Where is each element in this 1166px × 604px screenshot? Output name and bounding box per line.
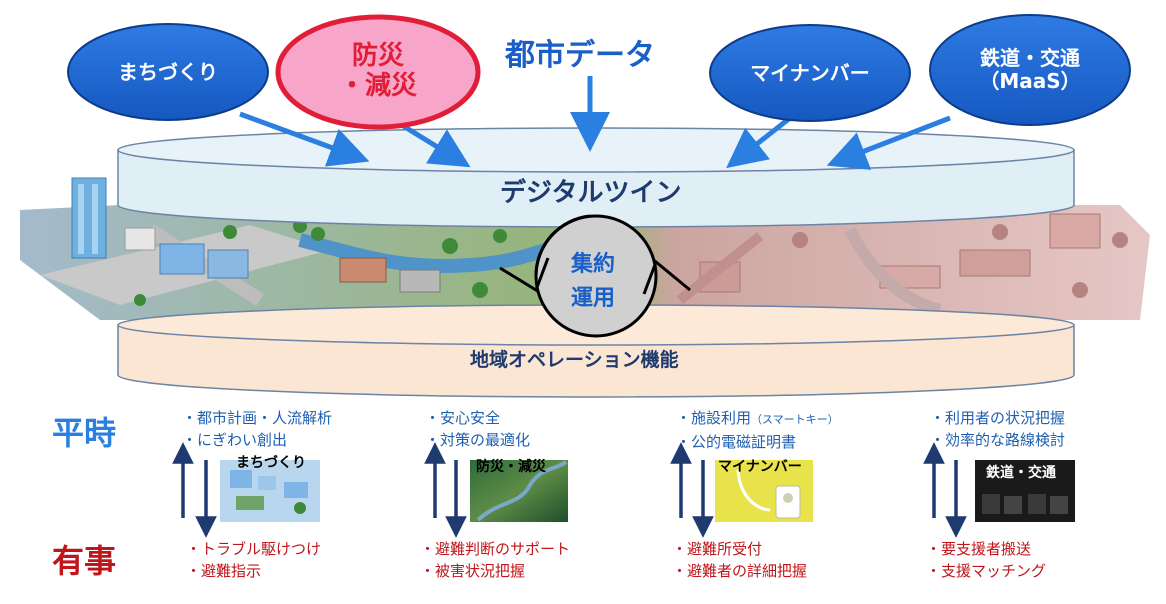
cycle-circle	[499, 214, 691, 338]
case-machizukuri-tag: まちづくり	[236, 455, 306, 471]
bousai-line2: ・減災	[338, 71, 417, 101]
oval-tetsudo	[929, 14, 1131, 126]
thumb-tetsudo-image	[975, 460, 1075, 522]
list-item: ・公的電磁証明書	[676, 433, 797, 451]
list-item: ・避難指示	[186, 562, 262, 580]
case-machizukuri-normal: ・都市計画・人流解析 ・にぎわい創出	[182, 407, 332, 451]
case-bousai-normal: ・安心安全 ・対策の最適化	[425, 407, 530, 451]
oval-label-tetsudo: 鉄道・交通 （MaaS）	[930, 15, 1130, 125]
list-item: ・対策の最適化	[425, 431, 531, 449]
case-mynumber-tag: マイナンバー	[718, 459, 802, 475]
list-item: ・にぎわい創出	[182, 431, 288, 449]
oval-machizukuri	[67, 23, 269, 121]
cycle-label-1: 集約	[571, 252, 616, 277]
regional-ops-label: 地域オペレーション機能	[470, 349, 679, 371]
case-bousai-tag: 防災・減災	[476, 459, 546, 475]
oval-mynumber	[709, 24, 911, 122]
list-item: ・被害状況把握	[420, 562, 526, 580]
list-item: ・効率的な路線検討	[930, 431, 1066, 449]
data-flow-arrows	[239, 76, 951, 170]
case-tetsudo-emergency: ・要支援者搬送 ・支援マッチング	[926, 538, 1046, 582]
case-bousai-emergency: ・避難判断のサポート ・被害状況把握	[420, 538, 570, 582]
case-tetsudo-normal: ・利用者の状況把握 ・効率的な路線検討	[930, 407, 1065, 451]
tetsudo-line1: 鉄道・交通	[980, 46, 1080, 70]
thumb-machizukuri-image	[220, 460, 320, 522]
digital-twin-label: デジタルツイン	[500, 178, 682, 208]
list-item: ・支援マッチング	[926, 562, 1047, 580]
mode-normal-label: 平時	[52, 414, 117, 452]
thumb-mynumber-image	[715, 460, 813, 522]
mynumber-item-1: ・施設利用	[676, 409, 752, 427]
list-item: ・要支援者搬送	[926, 540, 1032, 558]
mynumber-item-1-note: （スマートキー）	[751, 413, 839, 426]
case-tetsudo-tag: 鉄道・交通	[986, 465, 1056, 481]
tetsudo-line2: （MaaS）	[979, 69, 1081, 93]
oval-label-mynumber: マイナンバー	[750, 60, 870, 85]
city-data-title: 都市データ	[505, 38, 655, 73]
oval-bousai	[275, 14, 481, 130]
list-item: ・トラブル駆けつけ	[186, 540, 322, 558]
list-item: ・避難所受付	[672, 540, 763, 558]
oval-label-bousai: 防災 ・減災	[278, 17, 478, 127]
mode-switch-arrows	[172, 442, 967, 538]
list-item: ・避難判断のサポート	[420, 540, 571, 558]
list-item: ・避難者の詳細把握	[672, 562, 808, 580]
case-mynumber-normal: ・施設利用（スマートキー） ・公的電磁証明書	[676, 407, 839, 453]
cycle-label-2: 運用	[571, 286, 616, 311]
list-item: ・利用者の状況把握	[930, 409, 1066, 427]
oval-label-machizukuri: まちづくり	[118, 59, 218, 84]
thumb-bousai-image	[470, 460, 568, 522]
case-mynumber-emergency: ・避難所受付 ・避難者の詳細把握	[672, 538, 807, 582]
case-machizukuri-emergency: ・トラブル駆けつけ ・避難指示	[186, 538, 321, 582]
bousai-line1: 防災	[351, 41, 404, 72]
list-item: ・安心安全	[425, 409, 501, 427]
mode-emergency-label: 有事	[52, 542, 117, 580]
list-item: ・都市計画・人流解析	[182, 409, 333, 427]
list-item: ・施設利用（スマートキー）	[676, 407, 839, 431]
